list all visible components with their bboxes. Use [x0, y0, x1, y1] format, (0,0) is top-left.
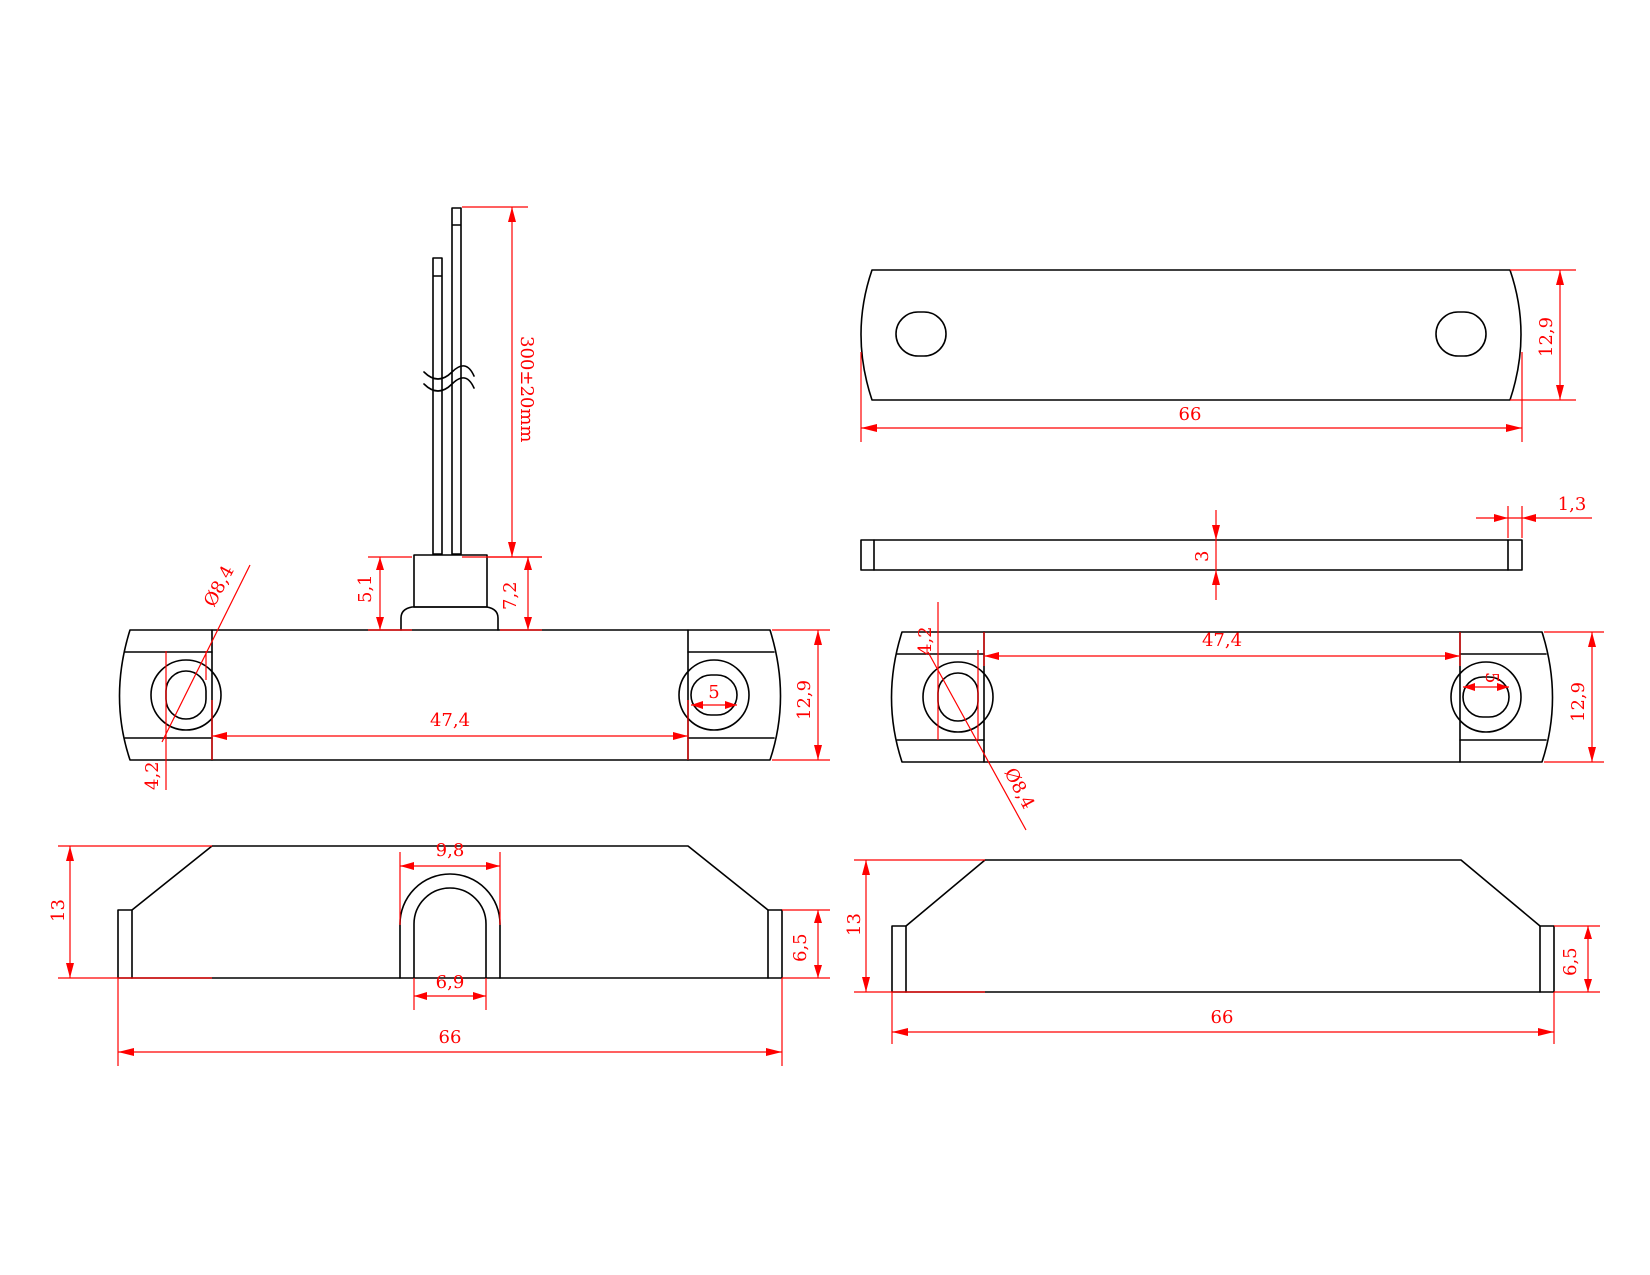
- boss-offset-dim: 7,2: [500, 581, 521, 610]
- slot-length-right-dim: 5: [1481, 672, 1502, 683]
- sensor-side-view-right: [891, 859, 1555, 993]
- side-height-left-dim: 13: [48, 899, 69, 922]
- slot-width-right-dim: 4,2: [915, 626, 936, 655]
- boss-height-dim: 5,1: [355, 574, 376, 603]
- sensor-side-dimensions: 13 6,5 9,8 6,9 66: [48, 840, 830, 1066]
- hole-pitch-right-dim: 47,4: [1202, 630, 1242, 651]
- side-length-right-dim: 66: [1211, 1007, 1234, 1028]
- plate-side-dimensions: 3 1,3: [1192, 494, 1592, 600]
- sensor-bottom-view: [890, 631, 1554, 763]
- side-height-right-dim: 13: [844, 913, 865, 936]
- hole-diameter-left-dim: Ø8,4: [200, 562, 239, 610]
- sensor-side-view: [117, 845, 783, 979]
- body-width-right-dim: 12,9: [1568, 682, 1589, 722]
- hole-diameter-right-dim: Ø8,4: [1000, 764, 1039, 812]
- sensor-bottom-dimensions: 4,2 Ø8,4 47,4 5 12,9: [915, 602, 1604, 831]
- plate-thickness-dim: 3: [1192, 551, 1213, 562]
- arch-inner-dim: 6,9: [436, 972, 465, 993]
- side-flange-right-dim: 6,5: [1560, 947, 1581, 976]
- side-flange-left-dim: 6,5: [790, 933, 811, 962]
- plate-width-dim: 12,9: [1536, 317, 1557, 357]
- sensor-top-view: [118, 207, 782, 761]
- slot-length-left-dim: 5: [708, 682, 719, 703]
- plate-end-step-dim: 1,3: [1558, 494, 1587, 515]
- plate-top-dimensions: 12,9 66: [860, 269, 1576, 442]
- plate-side-view: [860, 539, 1523, 571]
- plate-length-dim: 66: [1179, 404, 1202, 425]
- sensor-top-dimensions: 300±20mm 5,1 7,2 Ø8,4 4,2 5 47,4 12,9: [142, 206, 830, 790]
- hole-pitch-left-dim: 47,4: [430, 710, 470, 731]
- slot-width-left-dim: 4,2: [142, 761, 163, 790]
- plate-top-view: [860, 269, 1522, 401]
- side-length-left-dim: 66: [439, 1027, 462, 1048]
- arch-outer-dim: 9,8: [436, 840, 465, 861]
- cable-length-dim: 300±20mm: [516, 336, 537, 442]
- body-width-left-dim: 12,9: [794, 680, 815, 720]
- sensor-side-right-dimensions: 13 6,5 66: [844, 859, 1600, 1044]
